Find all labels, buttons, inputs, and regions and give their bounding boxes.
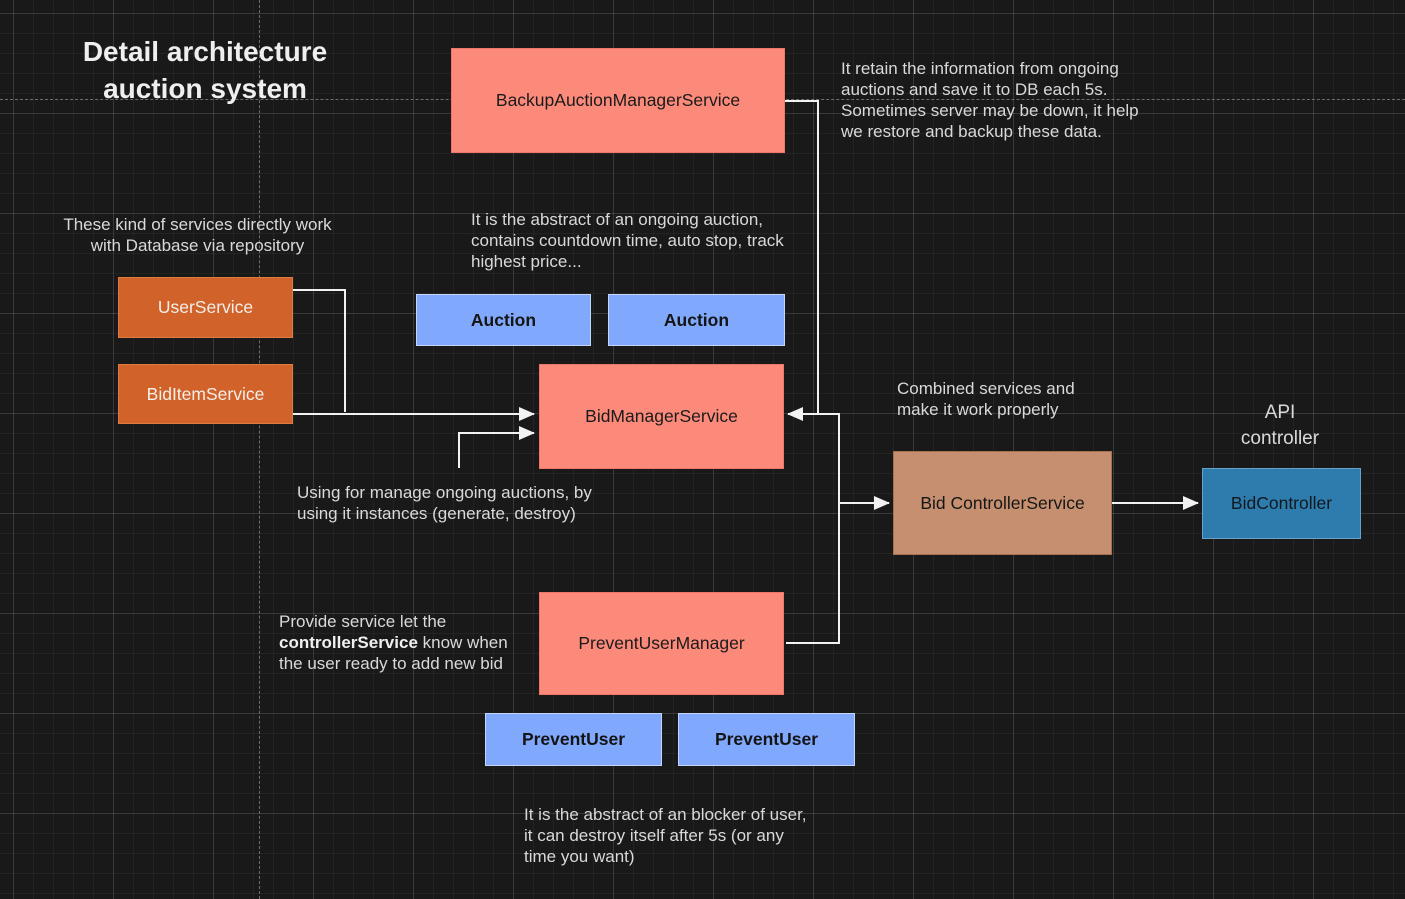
- note-provide-service: Provide service let the controllerServic…: [279, 611, 539, 674]
- note-provide-suffix: know when the user ready to add new bid: [279, 633, 508, 673]
- diagram-title: Detail architecture auction system: [82, 36, 328, 104]
- node-label: UserService: [157, 297, 254, 317]
- node-label: BidItemService: [146, 383, 265, 404]
- edge-preventuser-vertical: [786, 413, 840, 644]
- note-blocker-abstract: It is the abstract of an blocker of user…: [524, 805, 807, 866]
- page-boundary-vertical: [259, 0, 260, 899]
- node-prevent-user-2[interactable]: PreventUser: [678, 713, 855, 766]
- node-user-service[interactable]: UserService: [118, 277, 293, 338]
- note-combined-services: Combined services and make it work prope…: [897, 379, 1075, 419]
- node-label: PreventUserManager: [578, 633, 745, 653]
- node-label: Bid ControllerService: [920, 492, 1085, 513]
- node-label: PreventUser: [714, 729, 819, 749]
- note-provide-prefix: Provide service let the: [279, 612, 447, 631]
- node-label: Auction: [470, 309, 537, 330]
- node-bid-controller[interactable]: BidController: [1202, 468, 1361, 539]
- note-db-services: These kind of services directly work wit…: [63, 215, 332, 255]
- node-bid-item-service[interactable]: BidItemService: [118, 364, 293, 424]
- node-label: BidController: [1230, 493, 1333, 513]
- node-backup-auction-manager-service[interactable]: BackupAuctionManagerService: [451, 48, 785, 153]
- node-prevent-user-1[interactable]: PreventUser: [485, 713, 662, 766]
- note-bid-manager-usage: Using for manage ongoing auctions, by us…: [297, 483, 592, 523]
- note-backup-info: It retain the information from ongoing a…: [841, 59, 1139, 141]
- node-bid-controller-service[interactable]: Bid ControllerService: [893, 451, 1112, 555]
- edge-backup-down: [785, 100, 819, 413]
- node-label: PreventUser: [521, 729, 626, 749]
- node-label: Auction: [663, 309, 730, 330]
- node-auction-1[interactable]: Auction: [416, 294, 591, 346]
- node-bid-manager-service[interactable]: BidManagerService: [539, 364, 784, 469]
- node-auction-2[interactable]: Auction: [608, 294, 785, 346]
- edge-userservice-junction: [293, 289, 346, 412]
- edge-note-to-bidmanager: [458, 426, 535, 468]
- node-label: BackupAuctionManagerService: [495, 90, 741, 110]
- node-prevent-user-manager[interactable]: PreventUserManager: [539, 592, 784, 695]
- note-auction-abstract: It is the abstract of an ongoing auction…: [471, 210, 784, 271]
- note-api-controller: API controller: [1240, 402, 1320, 449]
- note-provide-bold: controllerService: [279, 633, 418, 652]
- node-label: BidManagerService: [585, 406, 738, 426]
